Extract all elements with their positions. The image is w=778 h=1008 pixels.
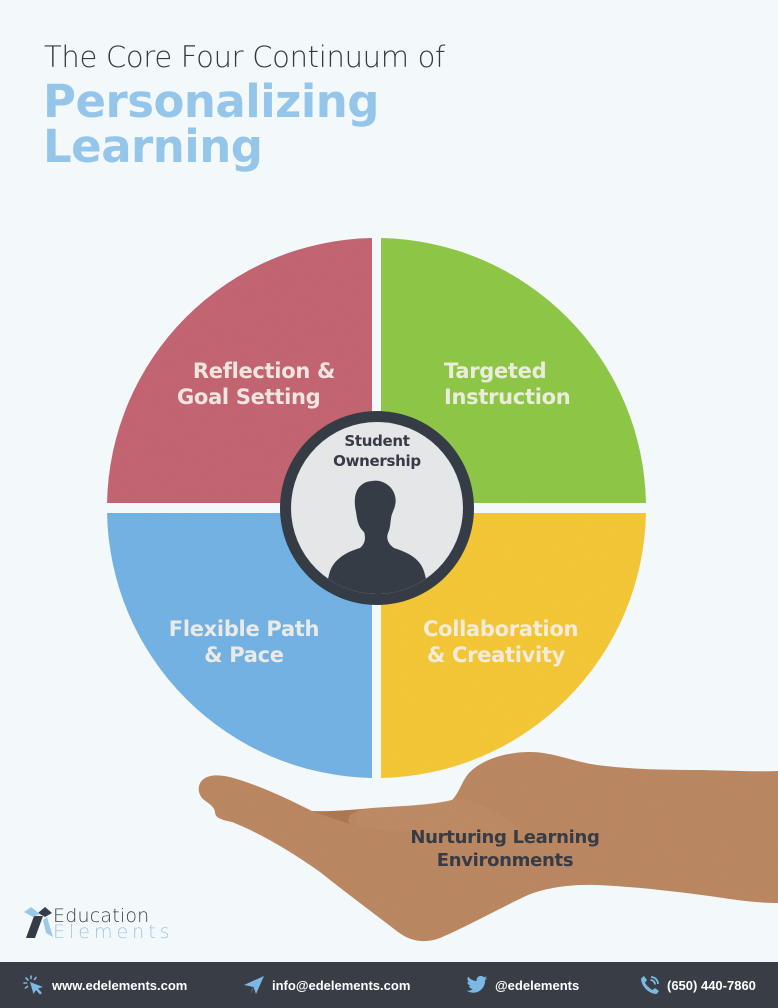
- education-elements-logo-icon: [24, 907, 53, 938]
- footer-email-link[interactable]: info@edelements.com: [243, 962, 410, 1008]
- hand-label-line: Nurturing Learning: [410, 827, 600, 848]
- quadrant-label-targeted: Targeted Instruction: [444, 358, 571, 410]
- logo-text-elements: Elements: [53, 921, 174, 943]
- quadrant-label-reflection: Reflection & Goal Setting: [177, 358, 337, 410]
- center-label-student-ownership: Student Ownership: [317, 431, 437, 471]
- footer-email-text: info@edelements.com: [272, 977, 411, 993]
- cursor-click-icon: [23, 975, 43, 995]
- quadrant-label-line: Flexible Path: [168, 617, 320, 641]
- contact-footer: www.edelements.com info@edelements.com @…: [0, 962, 778, 1008]
- quadrant-label-collaboration: Collaboration & Creativity: [423, 616, 578, 668]
- quadrant-collaboration-creativity: [381, 513, 646, 778]
- quadrant-label-line: Goal Setting: [177, 385, 321, 409]
- footer-website-text: www.edelements.com: [52, 977, 188, 993]
- open-hand-icon: [198, 752, 778, 942]
- phone-icon: [641, 976, 659, 994]
- paper-plane-icon: [244, 976, 264, 994]
- quadrant-label-flexible: Flexible Path & Pace: [167, 616, 321, 668]
- quadrant-flexible-path-pace: [107, 513, 373, 778]
- footer-phone-text: (650) 440-7860: [667, 977, 756, 993]
- person-silhouette-icon: [322, 480, 432, 594]
- logo-text-education: Education: [53, 905, 150, 927]
- center-label-line: Student: [344, 432, 410, 450]
- quadrant-targeted-instruction: [381, 238, 646, 504]
- twitter-bird-icon: [466, 975, 488, 993]
- quadrant-label-line: Reflection &: [192, 359, 335, 383]
- title-heading-line1: Personalizing: [43, 75, 380, 128]
- footer-twitter-text: @edelements: [495, 977, 580, 993]
- footer-website-link[interactable]: www.edelements.com: [23, 962, 187, 1008]
- quadrant-label-line: & Creativity: [427, 643, 566, 667]
- quadrant-label-line: & Pace: [204, 643, 284, 667]
- quadrant-label-line: Instruction: [444, 385, 571, 409]
- hand-label-line: Environments: [436, 850, 574, 871]
- title-subheading: The Core Four Continuum of: [44, 40, 445, 74]
- hand-label-nurturing-environments: Nurturing Learning Environments: [385, 826, 625, 872]
- title-heading-line2: Learning: [43, 120, 263, 173]
- footer-twitter-link[interactable]: @edelements: [466, 962, 579, 1008]
- quadrant-label-line: Collaboration: [423, 617, 579, 641]
- center-label-line: Ownership: [333, 452, 421, 470]
- footer-phone-link[interactable]: (650) 440-7860: [640, 962, 756, 1008]
- quadrant-label-line: Targeted: [444, 359, 547, 383]
- quadrant-reflection-goal-setting: [107, 238, 373, 504]
